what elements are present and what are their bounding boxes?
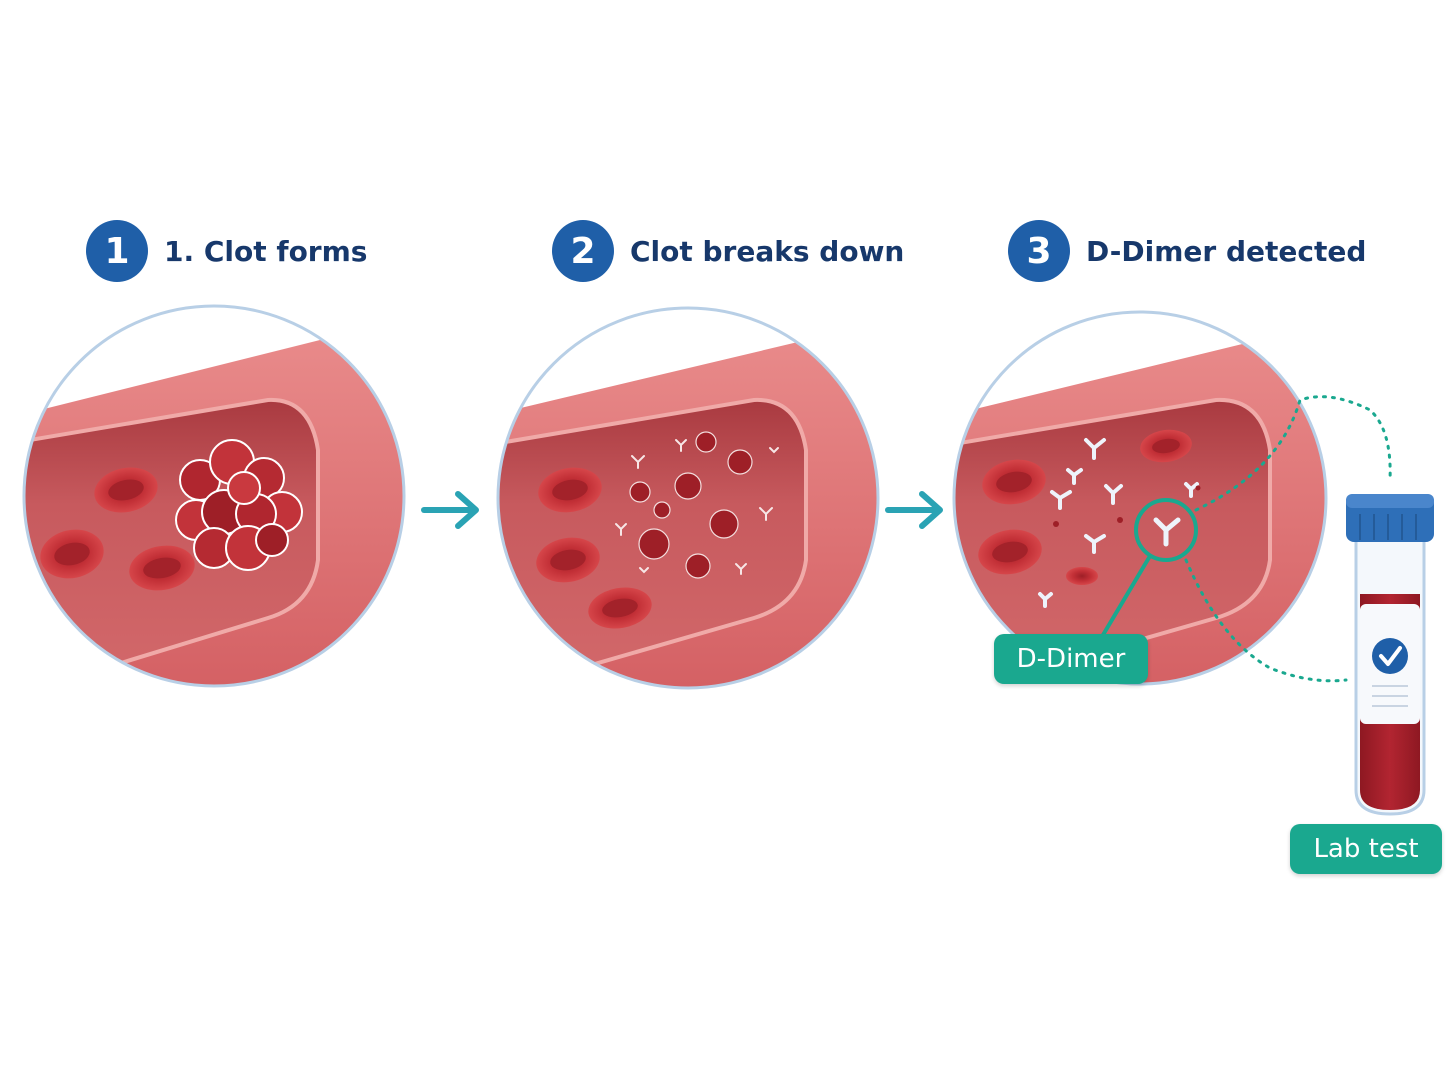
red-blood-cell	[1066, 567, 1098, 585]
panel-1-border	[22, 304, 406, 688]
red-blood-cell	[129, 545, 195, 591]
panel-2-clot-breaks-down	[496, 306, 880, 690]
step-1-title: 1. Clot forms	[164, 234, 368, 268]
red-blood-cell	[40, 529, 104, 579]
step-3-header: 3 D-Dimer detected	[1008, 220, 1366, 282]
checkmark-icon	[1372, 638, 1408, 674]
panel-3-border	[952, 310, 1328, 686]
step-3-title: D-Dimer detected	[1086, 234, 1367, 268]
red-blood-cell	[982, 459, 1046, 505]
blood-clot	[175, 439, 303, 571]
ddimer-molecule	[1038, 438, 1199, 608]
clot-fragment	[629, 431, 753, 579]
blood-test-tube	[1346, 494, 1434, 816]
red-blood-cell	[538, 467, 602, 513]
panel-2-border	[496, 306, 880, 690]
step-2-number-badge: 2	[552, 220, 614, 282]
panel-1-clot-forms	[22, 304, 406, 688]
red-blood-cell	[978, 529, 1042, 575]
step-2-header: 2 Clot breaks down	[552, 220, 904, 282]
fibrin-fragment	[615, 439, 779, 575]
panel-3-ddimer-detected	[952, 310, 1328, 686]
detection-magnifier	[1098, 498, 1198, 642]
dotted-connector	[1184, 395, 1392, 683]
lab-test-label: Lab test	[1290, 824, 1442, 874]
step-1-number-badge: 1	[86, 220, 148, 282]
ddimer-label: D-Dimer	[994, 634, 1148, 684]
red-blood-cell	[536, 537, 600, 583]
red-blood-cell	[94, 467, 158, 513]
red-blood-cell	[1140, 429, 1192, 463]
step-2-title: Clot breaks down	[630, 234, 905, 268]
step-1-header: 1 1. Clot forms	[86, 220, 367, 282]
right-arrow-icon	[421, 491, 479, 529]
step-3-number-badge: 3	[1008, 220, 1070, 282]
red-blood-cell	[588, 587, 652, 629]
right-arrow-icon	[885, 491, 943, 529]
